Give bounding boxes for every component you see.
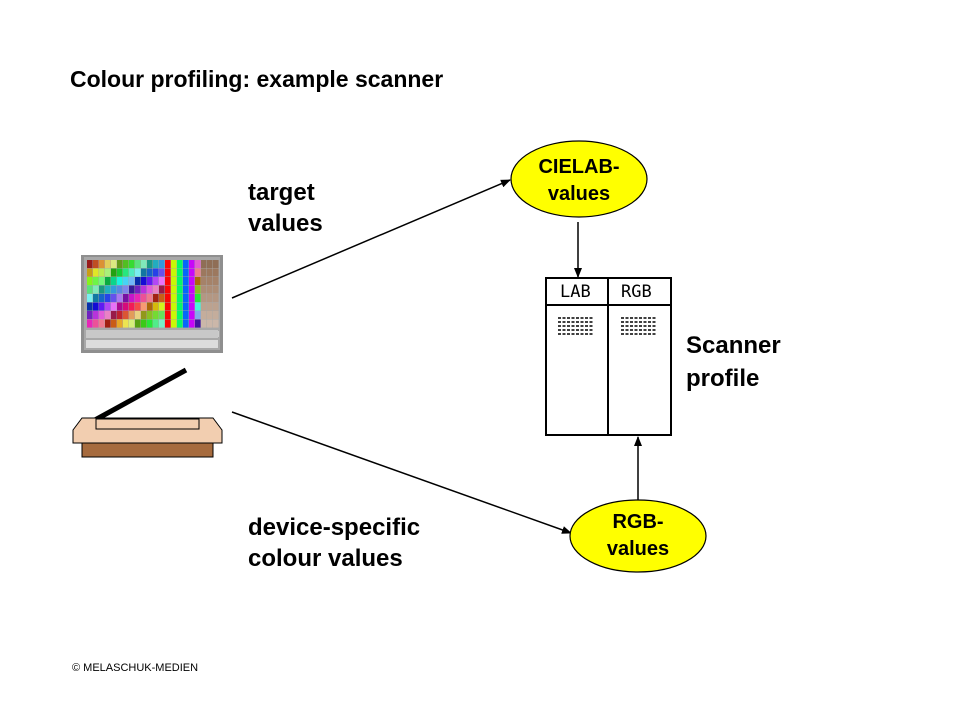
scanner-profile-label: Scanner profile — [686, 332, 781, 392]
table-header-rgb: RGB — [621, 282, 652, 302]
cielab-node-text: CIELAB- values — [538, 156, 620, 205]
rgb-node-text: RGB- values — [606, 511, 670, 560]
device-colour-values-label: device-specific colour values — [248, 514, 421, 572]
rgb-values-node — [569, 499, 707, 573]
target-values-label: target values — [248, 179, 323, 237]
cielab-values-node — [510, 140, 648, 218]
arrow-to-cielab — [231, 179, 511, 299]
copyright-notice: © MELASCHUK-MEDIEN — [72, 662, 199, 674]
table-header-lab: LAB — [560, 282, 591, 302]
scanner-illustration — [72, 367, 223, 458]
scanner-profile-table — [545, 277, 672, 436]
arrow-to-rgb — [231, 411, 572, 534]
page-title: Colour profiling: example scanner — [70, 66, 444, 92]
colour-target-chart — [81, 255, 223, 353]
